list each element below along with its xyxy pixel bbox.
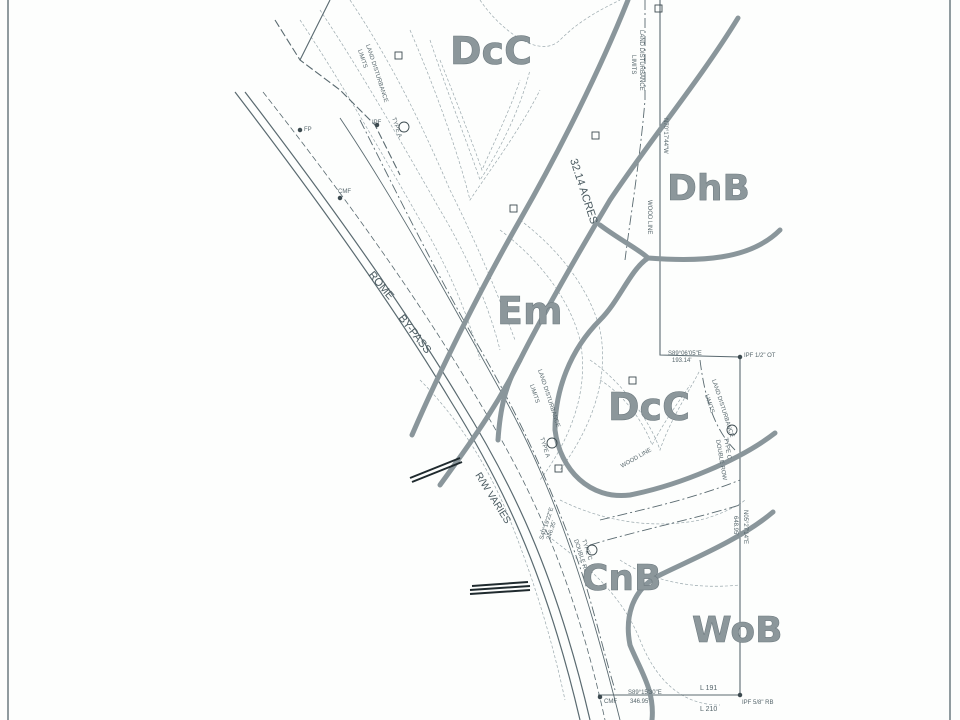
contour-lines: [299, 0, 746, 706]
road-name-rome: ROME: [366, 269, 396, 302]
marker-dd-6: [654, 4, 663, 13]
marker-sf-1: [398, 121, 410, 133]
marker-ipf-3: [737, 692, 743, 698]
soil-line-3: [597, 222, 783, 263]
marker-sf-2: [546, 437, 558, 449]
wood-line-label-2: WOOD LINE: [646, 200, 652, 234]
soil-line-1: [409, 0, 631, 438]
ld-limits-2: LIMITS: [630, 55, 636, 74]
survey-markers: [297, 4, 743, 700]
bearing-5: N70°17'44"W: [662, 118, 668, 154]
marker-dd-5: [554, 464, 563, 473]
marker-fp-1: [297, 127, 303, 133]
pin-1: IPF 1/2" OT: [744, 353, 776, 359]
bearing-3: N05°27'14"E: [742, 510, 748, 544]
distance-1: 193.14': [672, 358, 692, 364]
distance-4: 246.35': [546, 520, 558, 540]
road-right-of-way: [234, 91, 621, 720]
culvert-symbols: [409, 457, 531, 595]
bearing-2: S89°15'30"E: [628, 690, 662, 696]
soil-label-dcc-north: DcC: [450, 29, 532, 73]
soil-line-5: [625, 509, 776, 720]
distance-3: 648.95': [732, 516, 738, 536]
marker-dd-3: [509, 204, 518, 213]
soil-label-wob: WoB: [692, 610, 783, 651]
soil-unit-labels: DcC DhB Em DcC CnB WoB: [450, 29, 783, 652]
soil-label-em: Em: [497, 289, 563, 333]
ld-label-1: LAND DISTURBANCE: [364, 44, 388, 104]
ld-label-2: LAND DISTURBANCE: [638, 30, 644, 91]
marker-sf-4: [586, 544, 598, 556]
marker-dd-2: [591, 131, 600, 140]
soil-label-dcc-south: DcC: [608, 385, 690, 429]
pin-2: IPF 5/8" RB: [742, 700, 773, 706]
cmf-label-2: CMF: [604, 699, 617, 705]
soil-label-cnb: CnB: [582, 558, 662, 599]
soil-label-dhb: DhB: [667, 168, 750, 209]
soil-boundaries: [409, 0, 783, 720]
silt-fence-lines: [359, 0, 741, 691]
distance-2: 346.95': [630, 699, 650, 705]
marker-cmf-1: [337, 195, 343, 201]
marker-cmf-2: [597, 694, 603, 700]
silt-fence-type-a-1: TYPE A: [390, 117, 402, 139]
wood-line-label: WOOD LINE: [620, 447, 653, 469]
cmf-label-1: CMF: [338, 189, 351, 195]
lot-210: L 210: [700, 706, 717, 713]
marker-ipf-2: [737, 354, 743, 360]
soil-line-2: [437, 15, 741, 488]
soil-line-4: [552, 255, 778, 499]
silt-fence-type-c-1: TYPE C: [722, 437, 732, 460]
road-labels: ROME BY-PASS R/W VARIES: [366, 269, 513, 526]
bearing-1: S89°06'05"E: [668, 351, 702, 357]
row-varies-label: R/W VARIES: [472, 471, 512, 526]
ld-limits-1: LIMITS: [356, 49, 368, 69]
marker-sf-3: [726, 424, 738, 436]
acreage-label: 32.14 ACRES: [567, 157, 599, 225]
marker-dd-1: [394, 51, 403, 60]
fp-label: FP: [304, 127, 312, 133]
ld-limits-3: LIMITS: [528, 384, 540, 404]
ld-limits-4: LIMITS: [703, 394, 715, 414]
lot-191: L 191: [700, 685, 717, 692]
marker-dd-4: [628, 376, 637, 385]
soil-line-6: [495, 357, 523, 443]
marker-ipf-1: [374, 122, 380, 128]
